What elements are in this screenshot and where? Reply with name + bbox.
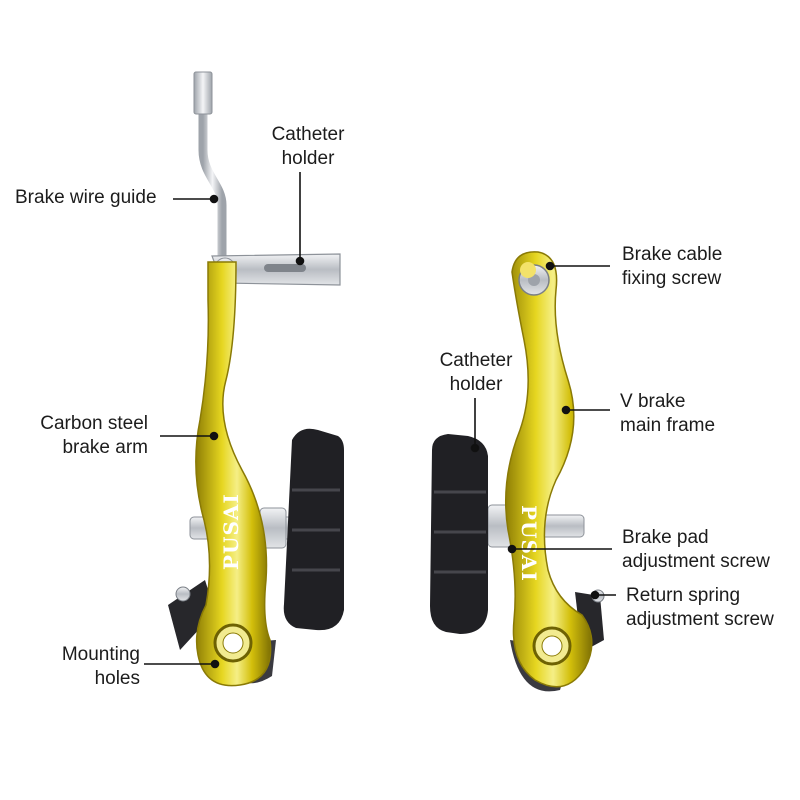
leader-lines bbox=[144, 172, 616, 669]
label-carbon-steel-brake-arm: Carbon steel brake arm bbox=[40, 413, 148, 458]
right-brand-text: PUSAI bbox=[517, 505, 541, 582]
label-catheter-holder-right: Catheter holder bbox=[439, 350, 513, 395]
label-v-brake-main-frame: V brake main frame bbox=[620, 391, 716, 436]
label-mounting-holes: Mounting holes bbox=[61, 644, 140, 689]
label-brake-pad-adjustment-screw: Brake pad adjustment screw bbox=[622, 527, 770, 572]
brake-wire-guide-tube bbox=[198, 105, 227, 263]
v-brake-main-frame bbox=[504, 251, 593, 688]
right-brake-pad bbox=[430, 434, 488, 634]
left-brand-text: PUSAI bbox=[219, 493, 243, 570]
right-brake: PUSAI bbox=[430, 251, 605, 692]
wire-guide-tip bbox=[193, 71, 213, 115]
carbon-steel-brake-arm bbox=[195, 261, 272, 687]
label-return-spring-adjustment-screw: Return spring adjustment screw bbox=[626, 585, 774, 630]
label-catheter-holder-left: Catheter holder bbox=[271, 124, 345, 169]
label-brake-cable-fixing-screw: Brake cable fixing screw bbox=[622, 244, 723, 289]
left-brake: PUSAI bbox=[168, 71, 344, 687]
label-brake-wire-guide: Brake wire guide bbox=[15, 187, 157, 208]
